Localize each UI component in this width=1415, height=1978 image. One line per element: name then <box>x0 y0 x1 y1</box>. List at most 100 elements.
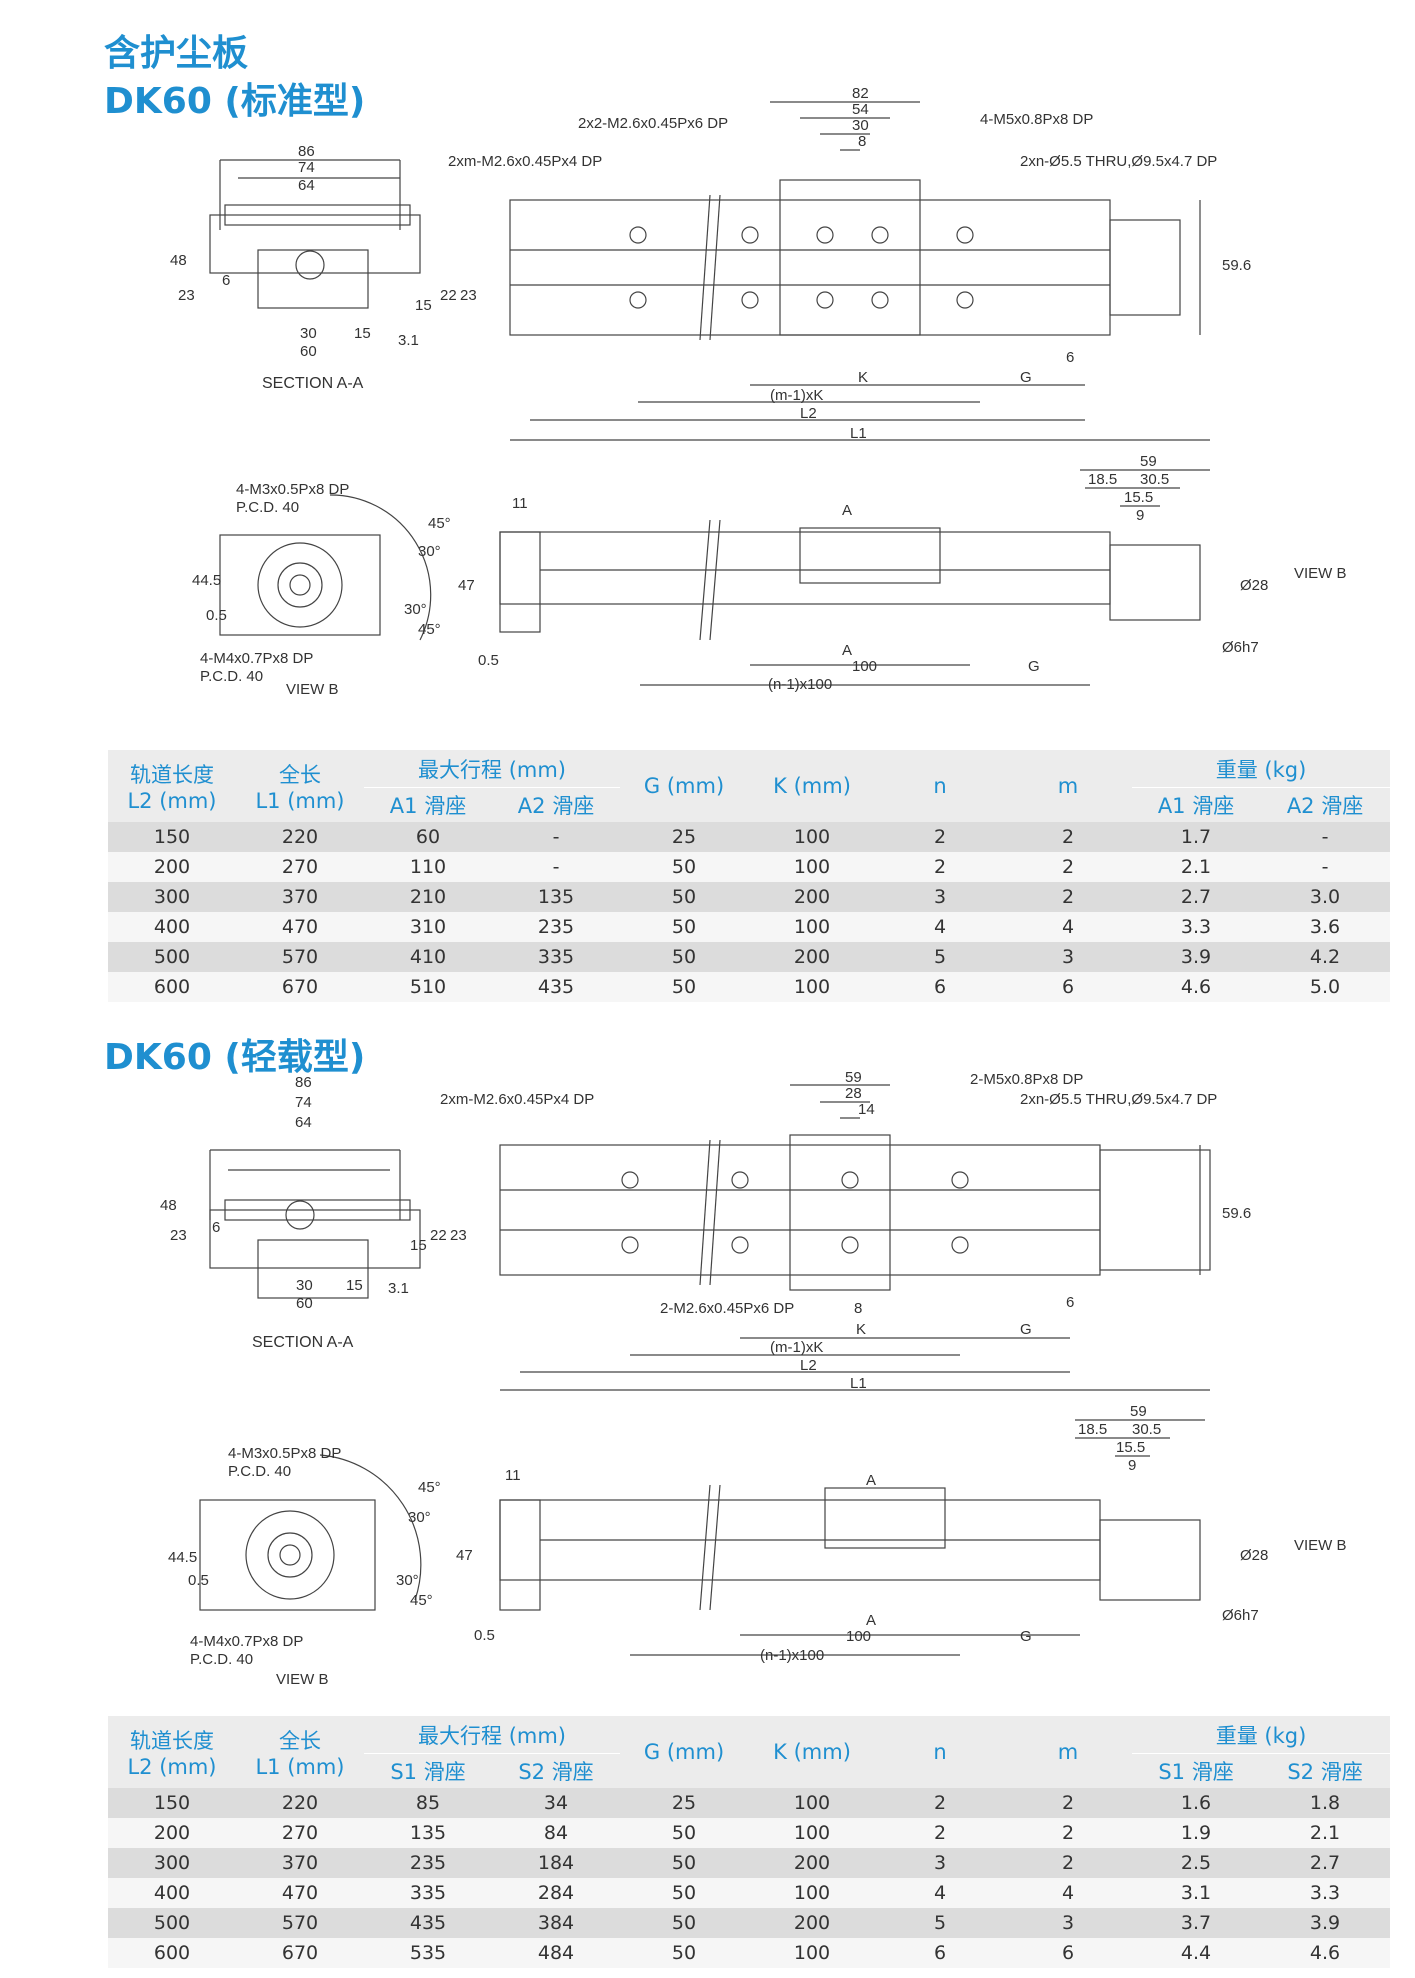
dim-64: 64 <box>295 1114 312 1131</box>
table-cell: 2 <box>1004 852 1133 882</box>
section-label: SECTION A-A <box>252 1334 354 1351</box>
dim-6-right: 6 <box>1066 1294 1074 1311</box>
dim-31: 3.1 <box>388 1280 409 1297</box>
dim-6: 6 <box>222 272 230 289</box>
dim-44-5: 44.5 <box>192 572 221 589</box>
table-cell: 410 <box>364 942 492 972</box>
table-cell: 4 <box>1004 1878 1133 1908</box>
table-cell: - <box>492 822 621 852</box>
pcd-1: P.C.D. 40 <box>228 1463 291 1480</box>
label-m1K: (m-1)xK <box>770 387 823 404</box>
table-cell: 100 <box>748 1818 877 1848</box>
table-cell: - <box>1260 852 1391 882</box>
table-cell: 25 <box>620 822 749 852</box>
table-cell: 1.7 <box>1132 822 1261 852</box>
header-k: K (mm) <box>748 750 877 822</box>
dim-23: 23 <box>170 1227 187 1244</box>
dim-59t: 59 <box>845 1069 862 1086</box>
table-cell: 570 <box>236 942 364 972</box>
dim-59-6: 59.6 <box>1222 257 1251 274</box>
dim-9: 9 <box>1128 1457 1136 1474</box>
table-cell: 435 <box>364 1908 492 1938</box>
section-title-light: DK60 (轻载型) <box>104 1037 366 1078</box>
table-cell: 2 <box>876 1818 1005 1848</box>
table-cell: 50 <box>620 1848 749 1878</box>
table-cell: 335 <box>492 942 621 972</box>
header-weight-1: A1 滑座 <box>1132 787 1261 822</box>
header-n: n <box>876 1716 1005 1788</box>
table-cell: 150 <box>108 1788 236 1818</box>
table-cell: 100 <box>748 912 877 942</box>
table-cell: 110 <box>364 852 492 882</box>
label-K: K <box>856 1321 866 1338</box>
table-cell: 85 <box>364 1788 492 1818</box>
table-cell: 3 <box>1004 942 1133 972</box>
dim-54: 54 <box>852 101 869 118</box>
table-cell: 370 <box>236 1848 364 1878</box>
dim-64: 64 <box>298 177 315 194</box>
label-L2: L2 <box>800 1357 817 1374</box>
dim-30t: 30 <box>852 117 869 134</box>
table-cell: 3.0 <box>1260 882 1391 912</box>
dim-28: Ø28 <box>1240 1547 1268 1564</box>
note-xn: 2xn-Ø5.5 THRU,Ø9.5x4.7 DP <box>1020 153 1217 170</box>
table-cell: 200 <box>748 1908 877 1938</box>
header-m: m <box>1004 750 1133 822</box>
dim-48: 48 <box>160 1197 177 1214</box>
section-mark-a2: A <box>866 1612 876 1629</box>
dim-6-right: 6 <box>1066 349 1074 366</box>
drawing-standard: 86 74 64 48 23 6 15 22 23 30 15 60 3.1 S… <box>170 85 1347 698</box>
label-L2: L2 <box>800 405 817 422</box>
table-cell: 3 <box>1004 1908 1133 1938</box>
table-cell: 60 <box>364 822 492 852</box>
table-cell: 5 <box>876 1908 1005 1938</box>
table-cell: 470 <box>236 912 364 942</box>
table-cell: 6 <box>876 972 1005 1002</box>
header-m: m <box>1004 1716 1133 1788</box>
table-cell: 484 <box>492 1938 621 1968</box>
header-g: G (mm) <box>620 750 749 822</box>
table-cell: 400 <box>108 912 236 942</box>
table-cell: 2.5 <box>1132 1848 1261 1878</box>
header-k: K (mm) <box>748 1716 877 1788</box>
label-L1: L1 <box>850 1375 867 1392</box>
table-cell: 600 <box>108 972 236 1002</box>
table-cell: 100 <box>748 1788 877 1818</box>
table-cell: 2 <box>876 822 1005 852</box>
dim-8: 8 <box>854 1300 862 1317</box>
dim-47: 47 <box>456 1547 473 1564</box>
dim-74: 74 <box>295 1094 312 1111</box>
section-base <box>209 214 421 274</box>
header-stroke: 最大行程 (mm) <box>364 1716 621 1754</box>
table-cell: 100 <box>748 822 877 852</box>
angle-30b: 30° <box>404 601 427 618</box>
angle-30a: 30° <box>408 1509 431 1526</box>
table-cell: 435 <box>492 972 621 1002</box>
view-b-ref: VIEW B <box>1294 1537 1347 1554</box>
angle-30b: 30° <box>396 1572 419 1589</box>
dim-86: 86 <box>295 1074 312 1091</box>
table-cell: 25 <box>620 1788 749 1818</box>
table-cell: 270 <box>236 852 364 882</box>
dim-23: 23 <box>178 287 195 304</box>
section-screw <box>295 250 325 280</box>
label-m1K: (m-1)xK <box>770 1339 823 1356</box>
table-cell: 2.1 <box>1132 852 1261 882</box>
dim-82: 82 <box>852 85 869 102</box>
table-cell: 135 <box>492 882 621 912</box>
table-cell: 535 <box>364 1938 492 1968</box>
label-G: G <box>1020 1321 1032 1338</box>
dim-30-5: 30.5 <box>1140 471 1169 488</box>
table-cell: 2.7 <box>1132 882 1261 912</box>
table-cell: 200 <box>748 882 877 912</box>
table-cell: 50 <box>620 942 749 972</box>
table-cell: 4 <box>876 912 1005 942</box>
